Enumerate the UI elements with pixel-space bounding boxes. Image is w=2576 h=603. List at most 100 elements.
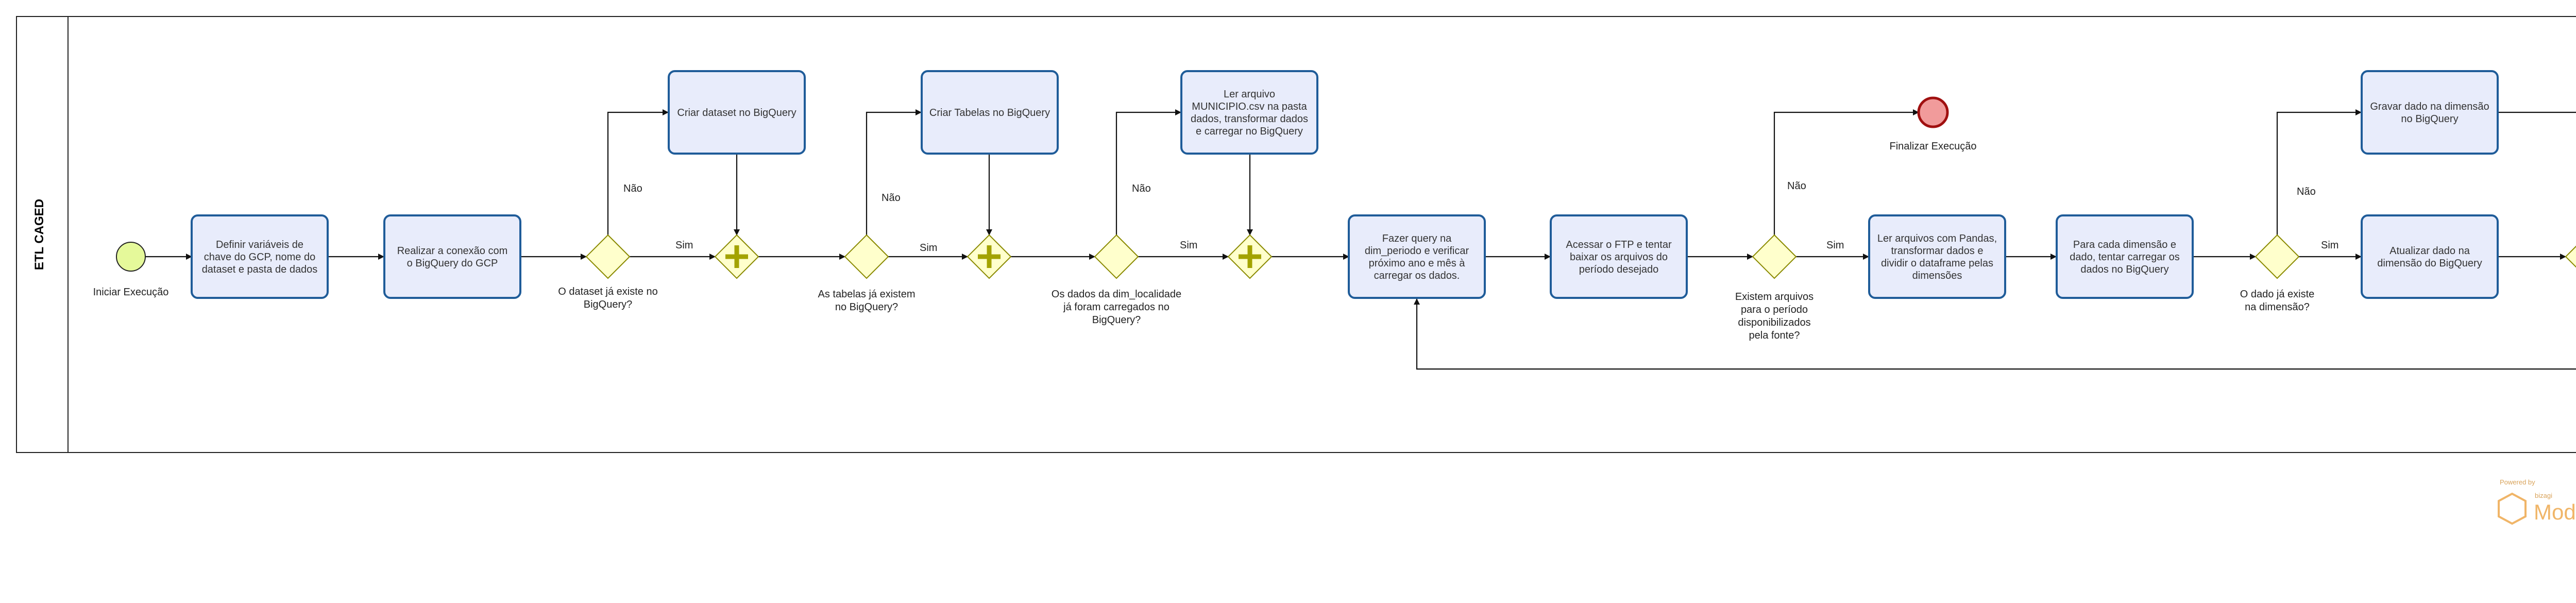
gateway-label: O dataset já existe no bbox=[558, 286, 657, 297]
flow-label: Sim bbox=[675, 240, 693, 251]
task-label: o BigQuery do GCP bbox=[407, 258, 498, 269]
parallel-gateway-4[interactable] bbox=[2565, 235, 2576, 278]
exclusive-gateway-diamond[interactable] bbox=[844, 234, 889, 279]
parallel-gateway-1[interactable] bbox=[714, 234, 759, 279]
exclusive-gateway-diamond[interactable] bbox=[1752, 234, 1797, 279]
plus-icon bbox=[1239, 245, 1261, 268]
parallel-gateway-diamond[interactable] bbox=[2565, 235, 2576, 278]
task-label: dimensão do BigQuery bbox=[2377, 258, 2482, 269]
task-label: dataset e pasta de dados bbox=[202, 264, 318, 275]
task-label: dividir o dataframe pelas bbox=[1881, 258, 1993, 269]
flow-label: Não bbox=[1132, 183, 1151, 194]
task-label: Fazer query na bbox=[1382, 233, 1452, 244]
task-box[interactable] bbox=[1348, 214, 1486, 299]
exclusive-gateway-diamond[interactable] bbox=[2255, 234, 2300, 279]
task-label: Para cada dimensão e bbox=[2073, 239, 2176, 250]
flow-g5-t10-no bbox=[2276, 109, 2362, 235]
flow-g2-t4-no bbox=[866, 109, 922, 235]
start-event-label: Iniciar Execução bbox=[93, 287, 169, 298]
gateway-label: para o período bbox=[1741, 304, 1808, 315]
task-load-dimensions[interactable]: Para cada dimensão e dado, tentar carrega… bbox=[2056, 214, 2194, 299]
gateway-label: na dimensão? bbox=[2245, 301, 2310, 313]
plus-icon bbox=[978, 245, 1001, 268]
gateway-dataset-exists[interactable]: O dataset já existe no BigQuery? bbox=[558, 234, 658, 310]
watermark-brand-small: bizagi bbox=[2535, 492, 2552, 499]
gateway-label: BigQuery? bbox=[1092, 314, 1141, 326]
exclusive-gateway-diamond[interactable] bbox=[585, 234, 631, 279]
flow-g4-end-no bbox=[1773, 109, 1919, 235]
task-box[interactable] bbox=[1868, 214, 2006, 299]
task-define-gcp-variables[interactable]: Definir variáveis de chave do GCP, nome d… bbox=[191, 214, 329, 299]
task-box[interactable] bbox=[191, 214, 329, 299]
flow-label: Não bbox=[882, 192, 901, 204]
flow-label: Não bbox=[623, 183, 642, 194]
gateway-label: BigQuery? bbox=[584, 299, 633, 310]
start-event[interactable] bbox=[116, 242, 146, 272]
task-box[interactable] bbox=[668, 70, 806, 155]
task-box[interactable] bbox=[921, 70, 1059, 155]
task-box[interactable] bbox=[1550, 214, 1688, 299]
watermark-powered: Powered by bbox=[2500, 478, 2535, 486]
task-box[interactable] bbox=[2056, 214, 2194, 299]
task-label: próximo ano e mês à bbox=[1369, 258, 1466, 269]
task-label: Criar dataset no BigQuery bbox=[677, 107, 796, 119]
exclusive-gateway-diamond[interactable] bbox=[1094, 234, 1139, 279]
parallel-gateway-3[interactable] bbox=[1227, 234, 1273, 279]
flow-p4-loop-t6 bbox=[1414, 298, 2576, 370]
task-create-dataset[interactable]: Criar dataset no BigQuery bbox=[668, 70, 806, 155]
gateway-label: Os dados da dim_localidade bbox=[1052, 289, 1181, 300]
flow-label: Não bbox=[2297, 186, 2316, 197]
flow-t10-p4 bbox=[2498, 111, 2576, 113]
gateway-label: disponibilizados bbox=[1738, 317, 1810, 328]
task-label: e carregar no BigQuery bbox=[1196, 126, 1303, 137]
task-label: Definir variáveis de bbox=[216, 239, 303, 250]
task-box[interactable] bbox=[2361, 70, 2499, 155]
pool-label: ETL CAGED bbox=[32, 199, 46, 270]
task-label: dados no BigQuery bbox=[2080, 264, 2168, 275]
task-box[interactable] bbox=[383, 214, 521, 299]
flow-g3-t5-no bbox=[1115, 109, 1181, 235]
task-create-tables[interactable]: Criar Tabelas no BigQuery bbox=[921, 70, 1059, 155]
end-event-label: Finalizar Execução bbox=[1890, 141, 1977, 152]
end-event[interactable] bbox=[1917, 96, 1949, 128]
flow-label: Sim bbox=[2321, 240, 2338, 251]
task-box[interactable] bbox=[2361, 214, 2499, 299]
flow-g1-t3-no bbox=[607, 109, 669, 235]
plus-icon bbox=[725, 245, 748, 268]
task-label: período desejado bbox=[1579, 264, 1659, 275]
task-label: dim_periodo e verificar bbox=[1365, 245, 1469, 257]
gateway-label: já foram carregados no bbox=[1063, 301, 1170, 313]
task-label: baixar os arquivos do bbox=[1570, 252, 1668, 263]
gateway-label: no BigQuery? bbox=[835, 301, 898, 313]
task-read-files-pandas[interactable]: Ler arquivos com Pandas,transformar dado… bbox=[1868, 214, 2006, 299]
task-label: Criar Tabelas no BigQuery bbox=[929, 107, 1050, 119]
flow-label: Sim bbox=[1180, 240, 1197, 251]
task-label: chave do GCP, nome do bbox=[204, 252, 315, 263]
task-box[interactable] bbox=[1180, 70, 1318, 155]
task-label: transformar dados e bbox=[1891, 245, 1984, 257]
gateway-label: Existem arquivos bbox=[1735, 291, 1814, 303]
sequence-flows bbox=[145, 109, 2576, 370]
gateway-label: O dado já existe bbox=[2240, 289, 2315, 300]
flow-label: Sim bbox=[1826, 240, 1844, 251]
parallel-gateway-2[interactable] bbox=[967, 234, 1012, 279]
task-label: dado, tentar carregar os bbox=[2070, 252, 2179, 263]
task-label: Gravar dado na dimensão bbox=[2370, 101, 2489, 112]
task-label: dados, transformar dados bbox=[1191, 113, 1308, 125]
task-label: Realizar a conexão com bbox=[397, 245, 508, 257]
bizagi-logo-icon bbox=[2498, 492, 2527, 525]
task-label: dimensões bbox=[1912, 270, 1962, 281]
task-label: MUNICIPIO.csv na pasta bbox=[1192, 101, 1307, 112]
bizagi-watermark: Powered by bizagi Modeler bbox=[2498, 478, 2576, 525]
